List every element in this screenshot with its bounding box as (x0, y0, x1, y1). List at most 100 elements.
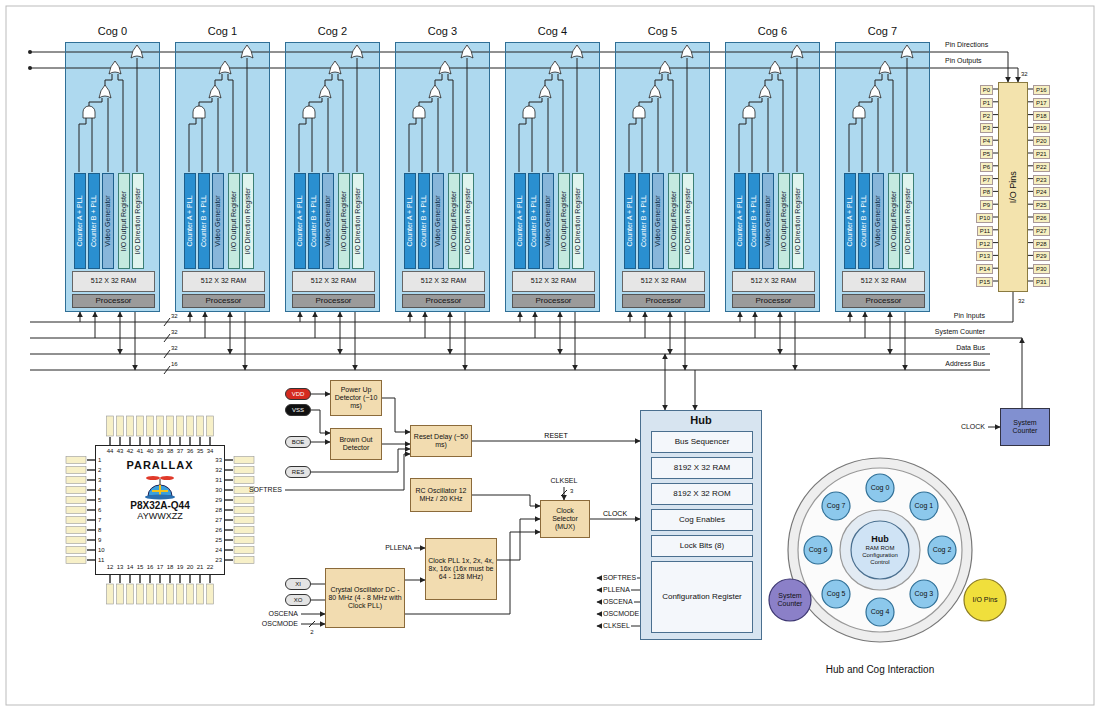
cog-circle: Cog 1 (909, 491, 939, 521)
io-register: I/O Output Register (228, 173, 240, 269)
logic-wire (529, 98, 542, 106)
pin-number: 40 (147, 448, 154, 455)
block-label: RC Oscillator 12 MHz / 20 KHz (413, 487, 469, 503)
pin-label: P23 (1033, 175, 1050, 185)
system-counter-bus (30, 338, 1022, 339)
block-label: Clock Selector (MUX) (543, 507, 587, 531)
ram-block: 512 X 32 RAM (292, 271, 375, 292)
block-label: Lock Bits (8) (680, 541, 724, 550)
block-label: 512 X 32 RAM (201, 277, 247, 285)
pin-name-box (167, 584, 174, 604)
pin-name-box (66, 557, 86, 564)
chip-pin (87, 459, 95, 461)
or-gate (131, 45, 143, 58)
block-label: I/O Output Register (120, 191, 128, 251)
cog-title: Cog 0 (66, 25, 159, 38)
cog-title: Cog 7 (836, 25, 929, 38)
chip-pin (225, 499, 233, 501)
block-label: 8192 X 32 RAM (674, 463, 730, 472)
counter-register: Counter B + PLL (748, 173, 760, 269)
cog-title: Cog 1 (176, 25, 269, 38)
block-label: Counter B + PLL (860, 195, 868, 247)
chip-pin (159, 575, 161, 583)
chip-pin (87, 519, 95, 521)
pin-label: P9 (980, 200, 993, 210)
circle-shape (866, 598, 894, 626)
cog-title: Cog 3 (396, 25, 489, 38)
block-label: Cog Enables (679, 515, 725, 524)
pin-name-box (147, 416, 154, 436)
hub-address-wire (695, 370, 696, 410)
io-register: I/O Direction Register (572, 173, 584, 269)
pin-number: 4 (98, 487, 101, 494)
pin-label: P14 (976, 264, 993, 274)
block-label: Counter A + PLL (626, 195, 634, 246)
pin-name-box (127, 584, 134, 604)
bus-width: 2 (310, 629, 313, 636)
block-label: Cog 2 (933, 546, 952, 554)
cog-block: Cog 3Counter A + PLLCounter B + PLLVideo… (395, 42, 490, 312)
bus-tap (630, 312, 631, 322)
video-generator: Video Generator (212, 173, 224, 269)
block-label: Bus Sequencer (675, 437, 730, 446)
cog-block: Cog 1Counter A + PLLCounter B + PLLVideo… (175, 42, 270, 312)
video-generator: Video Generator (102, 173, 114, 269)
logic-wire (218, 98, 219, 172)
pill-shape (286, 579, 311, 590)
logic-wire (888, 74, 893, 172)
pin-name-box (66, 457, 86, 464)
clock-reset-block: Brown Out Detector (330, 428, 382, 460)
block-label: Counter B + PLL (530, 195, 538, 247)
logic-wire (519, 118, 526, 172)
block-label: Counter B + PLL (200, 195, 208, 247)
cog-title: Cog 5 (616, 25, 709, 38)
block-label: XO (294, 597, 303, 604)
cog-fill (505, 42, 600, 312)
bus-tap (80, 312, 81, 322)
pin-number: 32 (215, 467, 222, 474)
bus-tap (230, 312, 231, 354)
and-gate (413, 106, 425, 118)
logic-wire (312, 118, 313, 172)
io-register: I/O Output Register (338, 173, 350, 269)
block-label: Counter B + PLL (420, 195, 428, 247)
hub-ring (788, 458, 972, 642)
logic-wire (668, 74, 673, 172)
ram-block: 512 X 32 RAM (732, 271, 815, 292)
logic-wire (419, 98, 432, 106)
bus-tap (575, 312, 576, 370)
chip-drawing (66, 416, 254, 604)
logic-wire (849, 118, 856, 172)
pin-name-box (107, 584, 114, 604)
block-label: 512 X 32 RAM (531, 277, 577, 285)
bus-tap (755, 312, 756, 338)
logic-wire (299, 118, 306, 172)
block-label: RAM ROM Configuration Control (859, 545, 901, 566)
logic-wire (467, 58, 468, 172)
bus-width: 32 (171, 345, 178, 352)
bus-width: 32 (171, 329, 178, 336)
clock-reset-block: Crystal Oscillator DC - 80 MHz (4 - 8 MH… (325, 568, 405, 628)
block-label: I/O Direction Register (904, 188, 912, 255)
logic-wire (548, 98, 549, 172)
bus-tap (120, 312, 121, 354)
pin-number: 6 (98, 507, 101, 514)
logic-wire (92, 118, 93, 172)
pin-output-wire (30, 68, 1018, 82)
counter-register: Counter B + PLL (88, 173, 100, 269)
counter-register: Counter B + PLL (418, 173, 430, 269)
and-gate (523, 106, 535, 118)
logic-wire (862, 118, 863, 172)
bus-tap (535, 312, 536, 338)
pin-input-bus (30, 292, 1013, 322)
counter-register: Counter A + PLL (844, 173, 856, 269)
logic-wire (658, 98, 659, 172)
processor-block: Processor (182, 294, 265, 308)
block-label: 512 X 32 RAM (751, 277, 797, 285)
pin-label: P19 (1033, 123, 1050, 133)
video-generator: Video Generator (432, 173, 444, 269)
processor-block: Processor (732, 294, 815, 308)
chip-pin (189, 437, 191, 445)
bus-width-mark (164, 318, 170, 326)
bus-tap (685, 312, 686, 370)
